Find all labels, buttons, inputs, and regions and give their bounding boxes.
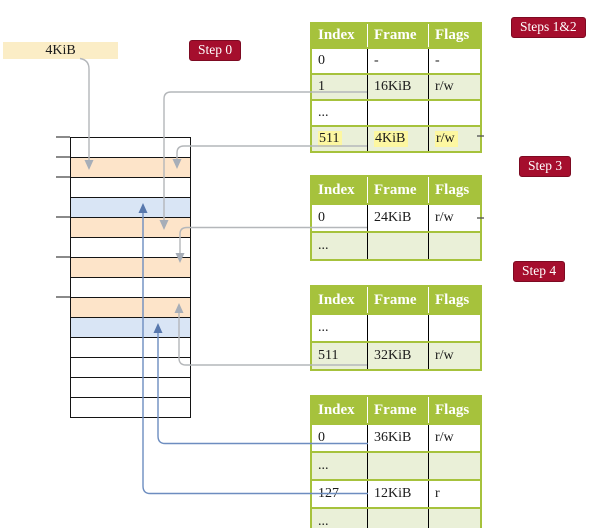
memory-frame-row-9: [71, 318, 190, 338]
memory-frame-row-7: [71, 278, 190, 298]
cell-index: ...: [318, 105, 329, 120]
table-row-ellipsis: ...: [312, 451, 480, 479]
cell-frame: [367, 233, 428, 259]
highlighted-value: 511: [318, 131, 343, 147]
cell-frame: 16KiB: [367, 75, 428, 99]
cell-flags: r/w: [428, 127, 480, 151]
address-tick: [56, 216, 70, 218]
cell-index: ...: [318, 514, 329, 528]
cell-flags: r/w: [428, 205, 480, 231]
page-table-step3: Index Frame Flags 0 24KiB r/w ...: [310, 175, 482, 261]
physical-memory-stack: [70, 137, 191, 418]
cell-flags: r/w: [428, 343, 480, 369]
highlighted-value: r/w: [435, 131, 458, 147]
cell-frame: 36KiB: [367, 425, 428, 451]
cell-index: 0: [318, 53, 325, 68]
cell-index: ...: [318, 238, 329, 253]
memory-frame-row-3: [71, 198, 190, 218]
table-row-ellipsis: ...: [312, 231, 480, 259]
column-header-index: Index: [318, 181, 355, 198]
memory-frame-row-5: [71, 238, 190, 258]
cell-flags: r/w: [428, 75, 480, 99]
cell-flags: [428, 315, 480, 341]
column-header-index: Index: [318, 291, 355, 308]
column-header-index: Index: [318, 401, 355, 418]
cell-index: 0: [318, 210, 325, 225]
ptbr-box: 4KiB: [3, 42, 118, 59]
address-tick: [56, 136, 70, 138]
column-header-frame: Frame: [367, 177, 428, 203]
cell-index: ...: [318, 458, 329, 473]
cell-flags: [428, 509, 480, 528]
memory-frame-row-8: [71, 298, 190, 318]
table-row: 0 24KiB r/w: [312, 203, 480, 231]
table-header-row: Index Frame Flags: [312, 177, 480, 203]
address-tick: [56, 156, 70, 158]
page-table-step4-upper: Index Frame Flags ... 511 32KiB r/w: [310, 285, 482, 371]
memory-frame-row-10: [71, 338, 190, 358]
cell-flags: [428, 233, 480, 259]
table-row-highlighted: 511 4KiB r/w: [312, 125, 480, 151]
cell-flags: -: [428, 49, 480, 73]
cell-index: 511: [318, 348, 339, 363]
table-row-ellipsis: ...: [312, 313, 480, 341]
cell-index: 0: [318, 430, 325, 445]
badge-step-4: Step 4: [513, 261, 566, 282]
column-header-frame: Frame: [367, 397, 428, 423]
memory-frame-row-6: [71, 258, 190, 278]
badge-steps-1-2: Steps 1&2: [511, 17, 586, 38]
column-header-flags: Flags: [428, 24, 480, 47]
memory-frame-row-12: [71, 378, 190, 398]
cell-index: 127: [318, 486, 339, 501]
memory-frame-row-2: [71, 178, 190, 198]
memory-frame-row-4: [71, 218, 190, 238]
memory-frame-row-13: [71, 398, 190, 417]
column-header-frame: Frame: [367, 287, 428, 313]
column-header-flags: Flags: [428, 287, 480, 313]
cell-index: 511: [312, 127, 367, 151]
table-row: 127 12KiB r: [312, 479, 480, 507]
cell-frame: [367, 509, 428, 528]
table-header-row: Index Frame Flags: [312, 287, 480, 313]
memory-frame-row-1: [71, 158, 190, 178]
table-header-row: Index Frame Flags: [312, 24, 480, 47]
table-header-row: Index Frame Flags: [312, 397, 480, 423]
page-table-leaf: Index Frame Flags 0 36KiB r/w ... 127 12…: [310, 395, 482, 528]
column-header-flags: Flags: [428, 177, 480, 203]
table-row-ellipsis: ...: [312, 507, 480, 528]
column-header-index: Index: [318, 27, 355, 43]
highlighted-value: 4KiB: [374, 131, 409, 147]
address-tick: [56, 296, 70, 298]
ptbr-label: 4KiB: [45, 42, 76, 58]
cell-frame: -: [367, 49, 428, 73]
memory-frame-row-11: [71, 358, 190, 378]
column-header-flags: Flags: [428, 397, 480, 423]
badge-step-0: Step 0: [189, 40, 242, 61]
page-table-root: Index Frame Flags 0 - - 1 16KiB r/w ... …: [310, 22, 482, 153]
table-row: 0 - -: [312, 47, 480, 73]
cell-frame: 4KiB: [367, 127, 428, 151]
cell-flags: [428, 453, 480, 479]
address-tick: [56, 176, 70, 178]
cell-frame: 24KiB: [367, 205, 428, 231]
cell-frame: [367, 315, 428, 341]
table-row: 1 16KiB r/w: [312, 73, 480, 99]
cell-frame: [367, 453, 428, 479]
column-header-frame: Frame: [367, 24, 428, 47]
table-row: 511 32KiB r/w: [312, 341, 480, 369]
memory-frame-row-0: [71, 138, 190, 158]
cell-flags: r: [428, 481, 480, 507]
cell-frame: 32KiB: [367, 343, 428, 369]
table-row-ellipsis: ...: [312, 99, 480, 125]
cell-index: 1: [318, 79, 325, 94]
cell-index: ...: [318, 320, 329, 335]
cell-flags: [428, 101, 480, 125]
cell-flags: r/w: [428, 425, 480, 451]
cell-frame: 12KiB: [367, 481, 428, 507]
address-tick: [56, 256, 70, 258]
table-row: 0 36KiB r/w: [312, 423, 480, 451]
cell-frame: [367, 101, 428, 125]
badge-step-3: Step 3: [519, 156, 572, 177]
